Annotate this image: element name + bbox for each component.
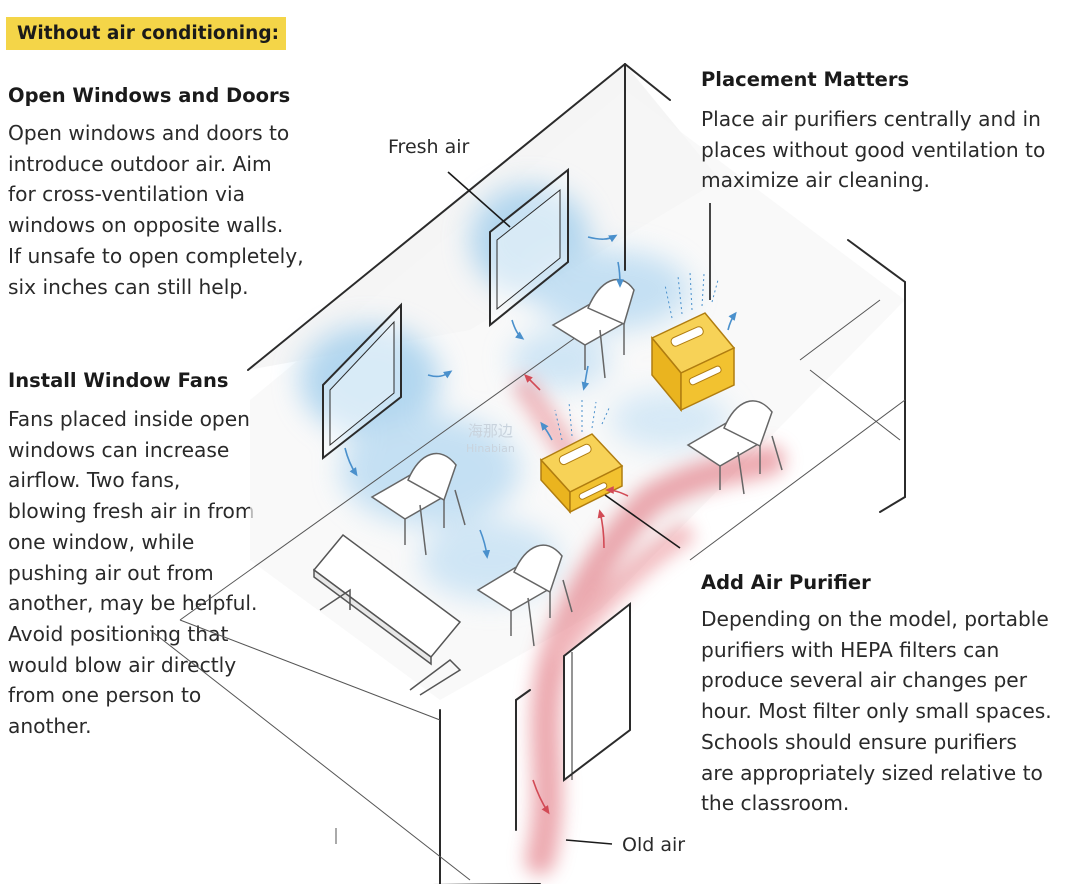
heading-open-windows: Open Windows and Doors	[8, 84, 291, 107]
old-air-label: Old air	[622, 834, 686, 856]
text-air-purifier: Depending on the model, portable purifie…	[701, 607, 1052, 816]
window-back-wall	[489, 167, 569, 328]
air-purifier-front	[539, 433, 624, 514]
fresh-air-arrows	[344, 234, 737, 559]
desk-chair-1	[551, 278, 635, 379]
text-placement: Place air purifiers centrally and in pla…	[701, 107, 1046, 193]
section-tag: Without air conditioning:	[6, 17, 286, 50]
window-side-wall	[322, 302, 402, 461]
room-outline	[247, 63, 906, 884]
heading-air-purifier: Add Air Purifier	[701, 571, 871, 594]
desk-chair-4	[686, 400, 783, 495]
fresh-air-glow	[300, 185, 730, 600]
callout-lines	[447, 171, 711, 845]
text-window-fans: Fans placed inside open windows can incr…	[8, 407, 258, 739]
desk-chair-3	[476, 544, 573, 647]
air-purifier-back	[650, 312, 736, 413]
text-open-windows: Open windows and doors to introduce outd…	[8, 121, 304, 299]
watermark-subtext: Hinabian	[466, 442, 515, 455]
room-thin-lines	[149, 299, 906, 881]
old-air-arrows	[523, 373, 629, 815]
teacher-desk	[312, 533, 462, 696]
watermark-text: 海那边	[467, 422, 513, 440]
door	[563, 601, 631, 783]
heading-window-fans: Install Window Fans	[8, 369, 229, 392]
watermark: 海那边 Hinabian	[466, 422, 515, 458]
fresh-air-label: Fresh air	[388, 136, 470, 158]
desk-chair-2	[370, 453, 466, 556]
heading-placement: Placement Matters	[701, 68, 910, 91]
purifier-output-lines	[554, 271, 719, 441]
